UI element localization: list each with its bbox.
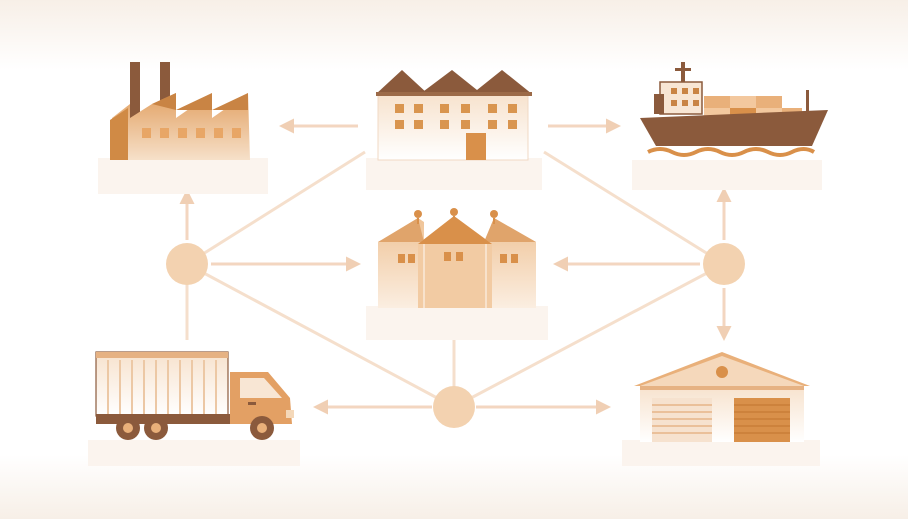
- warehouse-building-icon: [366, 70, 542, 190]
- hub-right: [703, 243, 745, 285]
- truck-icon: [88, 351, 300, 466]
- cargo-ship-icon: [632, 62, 828, 190]
- arrow-lines: [179, 118, 732, 415]
- factory-icon: [98, 62, 268, 194]
- connector-lines: [185, 150, 725, 409]
- top-band: [0, 0, 908, 70]
- hub-left: [166, 243, 208, 285]
- silo-storage-icon: [366, 208, 548, 340]
- distribution-center-icon: [622, 352, 820, 466]
- hub-bottom: [433, 386, 475, 428]
